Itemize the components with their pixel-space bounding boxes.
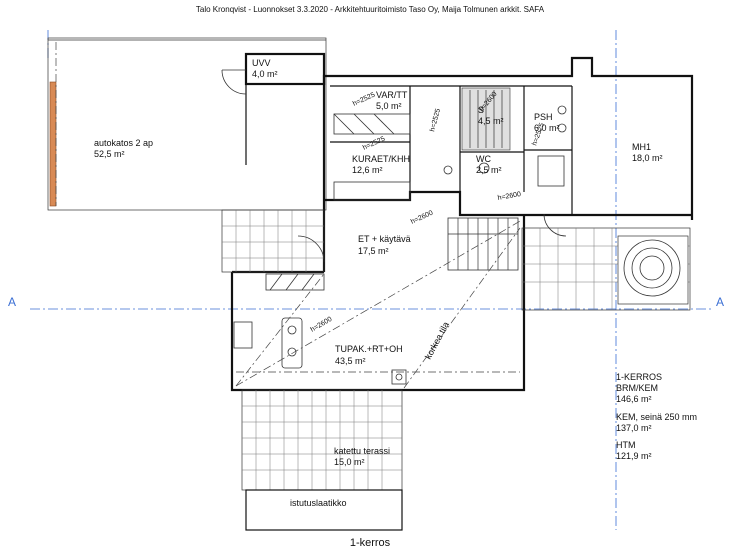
room-area-terassi: 15,0 m² <box>334 457 365 467</box>
room-area-tupak: 43,5 m² <box>335 356 366 366</box>
room-name-mh1: MH1 <box>632 142 651 152</box>
room-area-psh: 6,0 m² <box>534 123 560 133</box>
floor-area-summary: 1-KERROS BRM/KEM 146,6 m² KEM, seinä 250… <box>616 372 697 461</box>
room-area-var: 5,0 m² <box>376 101 402 111</box>
room-area-mh1: 18,0 m² <box>632 153 663 163</box>
section-label-left: A <box>8 295 16 309</box>
interior-walls <box>330 85 573 215</box>
room-name-uvv: UVV <box>252 58 271 68</box>
room-area-kuraet: 12,6 m² <box>352 165 383 175</box>
height-labels: h=2525 h=2525 h=2600 h=2525 h=2600 h=260… <box>310 91 546 361</box>
htm-label: HTM <box>616 440 636 450</box>
room-name-tupak: TUPAK.+RT+OH <box>335 344 403 354</box>
height-label: h=2600 <box>310 316 334 334</box>
carport <box>47 37 327 211</box>
room-name-psh: PSH <box>534 112 553 122</box>
height-label: h=2525 <box>352 91 376 107</box>
kem-value: 137,0 m² <box>616 423 652 433</box>
room-area-wc: 2,5 m² <box>476 165 502 175</box>
covered-terrace <box>241 389 403 531</box>
room-name-istutus: istutuslaatikko <box>290 498 347 508</box>
room-name-wc: WC <box>476 154 491 164</box>
staircase <box>447 217 519 271</box>
floor-name: 1-KERROS <box>616 372 662 382</box>
floor-caption: 1-kerros <box>350 537 391 549</box>
room-name-terassi: katettu terassi <box>334 446 390 456</box>
height-label: h=2600 <box>410 209 434 225</box>
bedroom-terrace <box>521 213 691 311</box>
room-name-kuraet: KURAET/KHH <box>352 154 410 164</box>
high-space-label: korkea tila <box>423 320 451 361</box>
htm-value: 121,9 m² <box>616 451 652 461</box>
room-area-sauna: 4,5 m² <box>478 116 504 126</box>
height-label: h=2525 <box>429 108 442 133</box>
kitchen-fixtures <box>233 105 567 385</box>
brm-value: 146,6 m² <box>616 394 652 404</box>
room-area-autokatos: 52,5 m² <box>94 149 125 159</box>
height-label: h=2600 <box>497 191 522 202</box>
entrance-paving <box>221 209 325 273</box>
room-area-uvv: 4,0 m² <box>252 69 278 79</box>
height-label: h=2525 <box>362 135 386 151</box>
room-name-var: VAR/TT <box>376 90 408 100</box>
section-label-right: A <box>716 295 724 309</box>
room-area-et: 17,5 m² <box>358 246 389 256</box>
drawing-title: Talo Kronqvist - Luonnokset 3.3.2020 - A… <box>196 5 545 14</box>
room-name-autokatos: autokatos 2 ap <box>94 138 153 148</box>
uvv-room <box>221 52 326 165</box>
room-name-sauna: S <box>478 105 484 115</box>
room-name-et: ET + käytävä <box>358 234 411 244</box>
room-labels: UVV 4,0 m² autokatos 2 ap 52,5 m² VAR/TT… <box>94 58 663 508</box>
brm-label: BRM/KEM <box>616 383 658 393</box>
kem-label: KEM, seinä 250 mm <box>616 412 697 422</box>
ceiling-lines <box>235 219 523 389</box>
